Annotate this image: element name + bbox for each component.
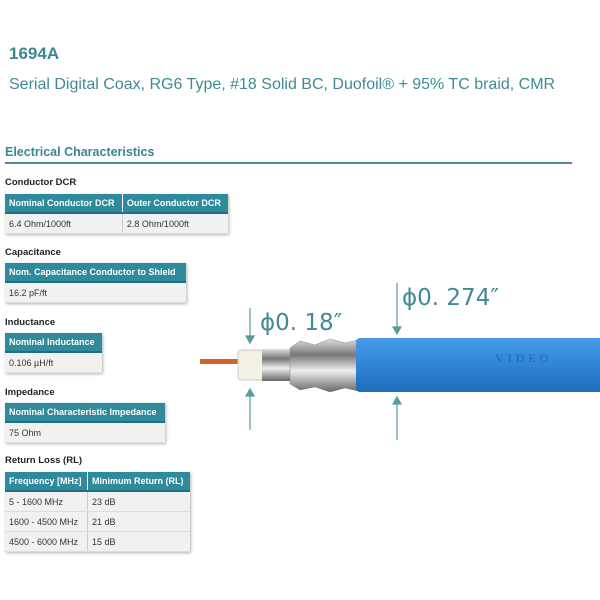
- table-row: 0.106 µH/ft: [5, 352, 102, 373]
- table-cell: 2.8 Ohm/1000ft: [122, 213, 228, 234]
- table-cell: 6.4 Ohm/1000ft: [5, 213, 123, 234]
- table-cell: 0.106 µH/ft: [5, 352, 102, 373]
- dielectric: [237, 349, 265, 381]
- conductor-dcr-label: Conductor DCR: [5, 177, 77, 188]
- return-loss-table: Frequency [MHz]Minimum Return (RL) 5 - 1…: [5, 472, 190, 552]
- section-divider: [5, 162, 572, 164]
- product-title: 1694A: [9, 44, 60, 63]
- jacket-print: VIDEO: [495, 351, 552, 365]
- section-title: Electrical Characteristics: [5, 145, 155, 159]
- table-cell: 1600 - 4500 MHz: [5, 511, 88, 532]
- product-subtitle: Serial Digital Coax, RG6 Type, #18 Solid…: [9, 76, 556, 93]
- table-row: 16.2 pF/ft: [5, 282, 186, 303]
- impedance-table: Nominal Characteristic Impedance 75 Ohm: [5, 403, 165, 443]
- table-header: Frequency [MHz]: [5, 472, 88, 492]
- table-cell: 16.2 pF/ft: [5, 282, 186, 303]
- table-header: Nominal Conductor DCR: [5, 194, 123, 214]
- table-cell: 21 dB: [87, 511, 190, 532]
- outer-diameter-label: ϕ0. 274″: [402, 285, 499, 311]
- foil-braid-shield: [262, 338, 359, 393]
- center-conductor: [200, 359, 240, 364]
- table-cell: 15 dB: [87, 531, 190, 552]
- table-cell: 4500 - 6000 MHz: [5, 531, 88, 552]
- cable-jacket: VIDEO: [356, 338, 600, 392]
- table-cell: 75 Ohm: [5, 422, 165, 443]
- inductance-table: Nominal Inductance 0.106 µH/ft: [5, 333, 102, 373]
- inner-diameter-label: ϕ0. 18″: [260, 310, 343, 336]
- inductance-label: Inductance: [5, 317, 56, 328]
- capacitance-table: Nom. Capacitance Conductor to Shield 16.…: [5, 263, 186, 303]
- return-loss-label: Return Loss (RL): [5, 455, 83, 466]
- table-header: Nominal Characteristic Impedance: [5, 403, 165, 423]
- table-header: Outer Conductor DCR: [122, 194, 228, 214]
- capacitance-label: Capacitance: [5, 247, 61, 258]
- table-row: 75 Ohm: [5, 422, 165, 443]
- table-header: Minimum Return (RL): [87, 472, 190, 492]
- table-cell: 5 - 1600 MHz: [5, 491, 88, 512]
- table-header: Nominal Inductance: [5, 333, 102, 353]
- table-header: Nom. Capacitance Conductor to Shield: [5, 263, 186, 283]
- dimension-arrows: [244, 283, 403, 440]
- impedance-label: Impedance: [5, 387, 55, 398]
- table-cell: 23 dB: [87, 491, 190, 512]
